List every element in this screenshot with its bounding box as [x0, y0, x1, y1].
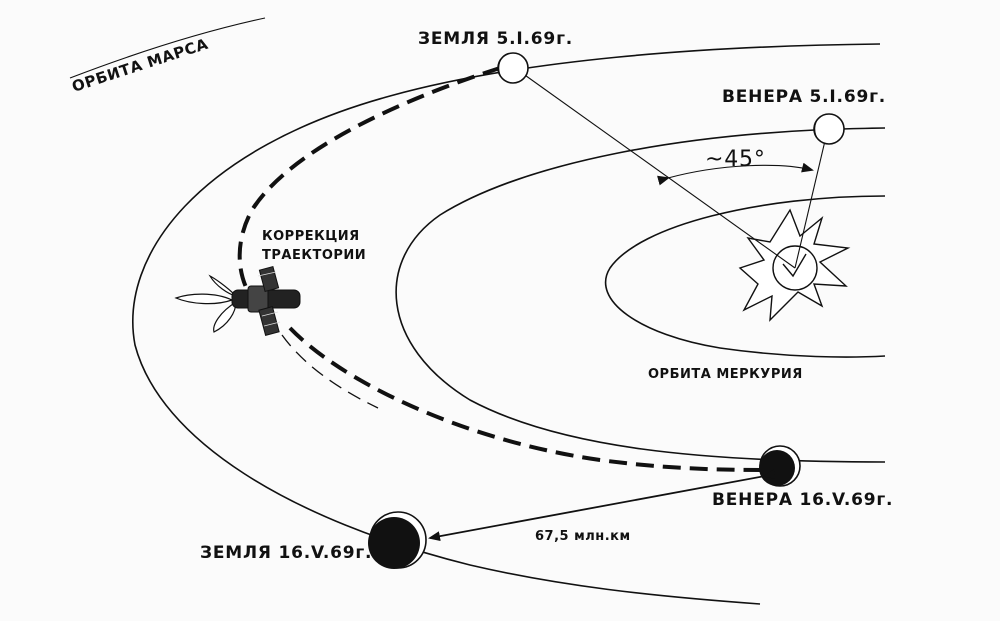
mars-orbit-arc [69, 17, 266, 79]
mars-orbit [132, 43, 881, 605]
spacecraft [174, 265, 301, 336]
correction-label-line2: ТРАЕКТОРИИ [262, 248, 366, 263]
venus-may-label: ВЕНЕРА 16.V.69г. [712, 490, 893, 510]
angle-label: ~45° [705, 147, 766, 172]
mercury-orbit-label: ОРБИТА МЕРКУРИЯ [648, 367, 803, 382]
venus-jan-label: ВЕНЕРА 5.I.69г. [722, 87, 886, 107]
venus-jan-planet [813, 113, 845, 145]
trajectory-path [237, 66, 501, 312]
sun-venus-line [794, 127, 829, 269]
venus-may-planet [759, 445, 801, 487]
sun [738, 208, 851, 322]
distance-arrow [428, 469, 776, 542]
sun-earth-line [514, 67, 796, 269]
trajectory-original-branch [281, 334, 379, 409]
earth-may-planet [368, 511, 427, 569]
earth-orbit [395, 127, 886, 463]
mercury-orbit [604, 195, 886, 358]
angle-arc [657, 162, 814, 186]
trajectory-path-corrected [288, 326, 766, 472]
distance-label: 67,5 млн.км [535, 529, 631, 544]
earth-jan-label: ЗЕМЛЯ 5.I.69г. [418, 29, 573, 49]
earth-jan-planet [497, 52, 529, 84]
earth-may-label: ЗЕМЛЯ 16.V.69г. [200, 543, 372, 563]
correction-label-line1: КОРРЕКЦИЯ [262, 229, 360, 244]
mars-orbit-label: ОРБИТА МАРСА [70, 35, 211, 96]
